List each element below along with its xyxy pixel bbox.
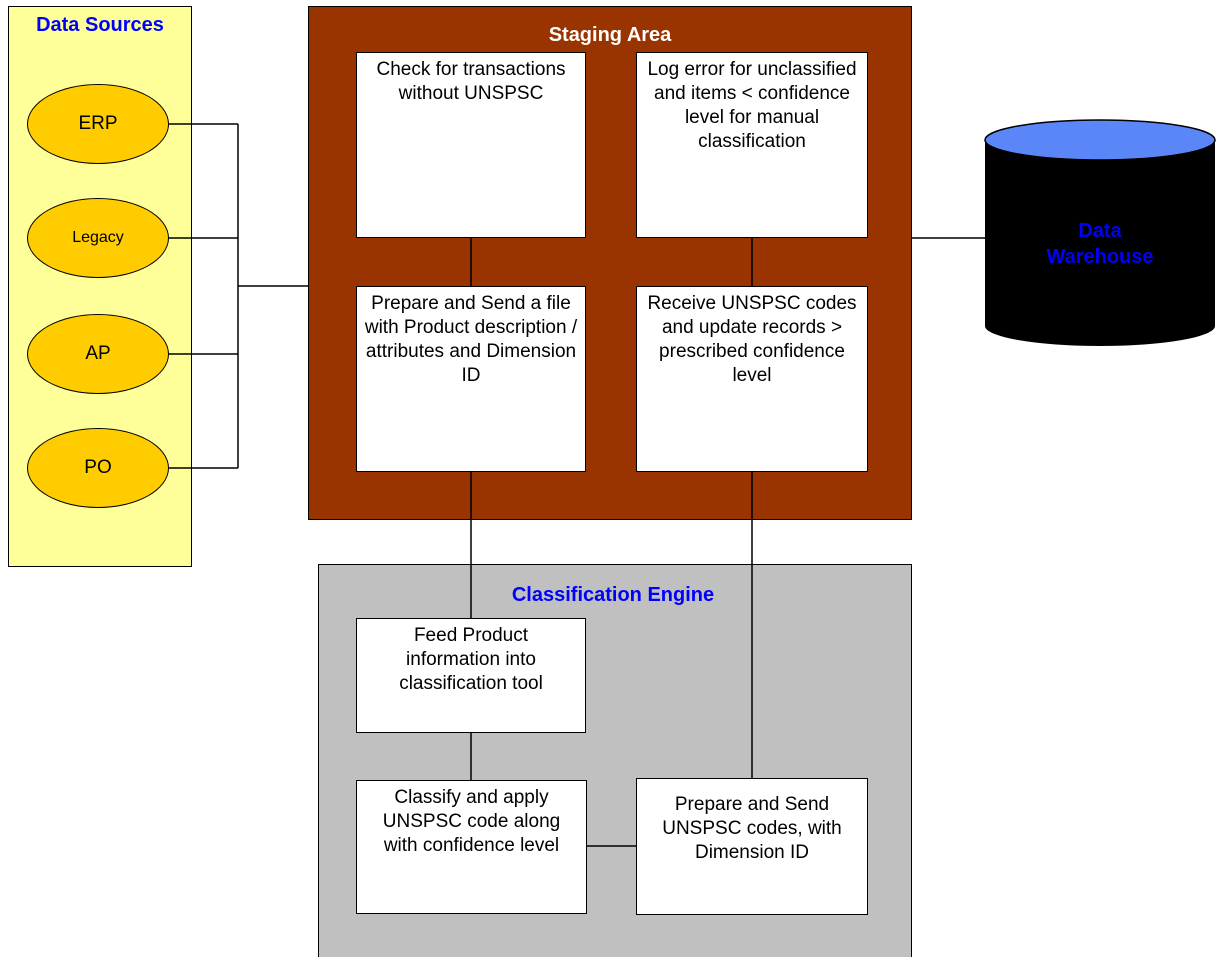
source-legacy: Legacy	[27, 198, 169, 278]
data-warehouse-label: Data Warehouse	[1046, 220, 1154, 268]
check-transactions-box: Check for transactions without UNSPSC	[356, 52, 586, 238]
data-sources-title: Data Sources	[36, 14, 164, 36]
classify-apply-box: Classify and apply UNSPSC code along wit…	[356, 780, 587, 914]
prepare-send-file-box: Prepare and Send a file with Product des…	[356, 286, 586, 472]
classification-engine-title: Classification Engine	[511, 584, 715, 606]
source-ap: AP	[27, 314, 169, 394]
source-erp: ERP	[27, 84, 169, 164]
staging-area-title: Staging Area	[548, 24, 672, 46]
source-po: PO	[27, 428, 169, 508]
prepare-send-codes-box: Prepare and Send UNSPSC codes, with Dime…	[636, 778, 868, 915]
data-warehouse-cylinder	[984, 119, 1216, 346]
receive-codes-box: Receive UNSPSC codes and update records …	[636, 286, 868, 472]
log-error-box: Log error for unclassified and items < c…	[636, 52, 868, 238]
feed-product-box: Feed Product information into classifica…	[356, 618, 586, 733]
